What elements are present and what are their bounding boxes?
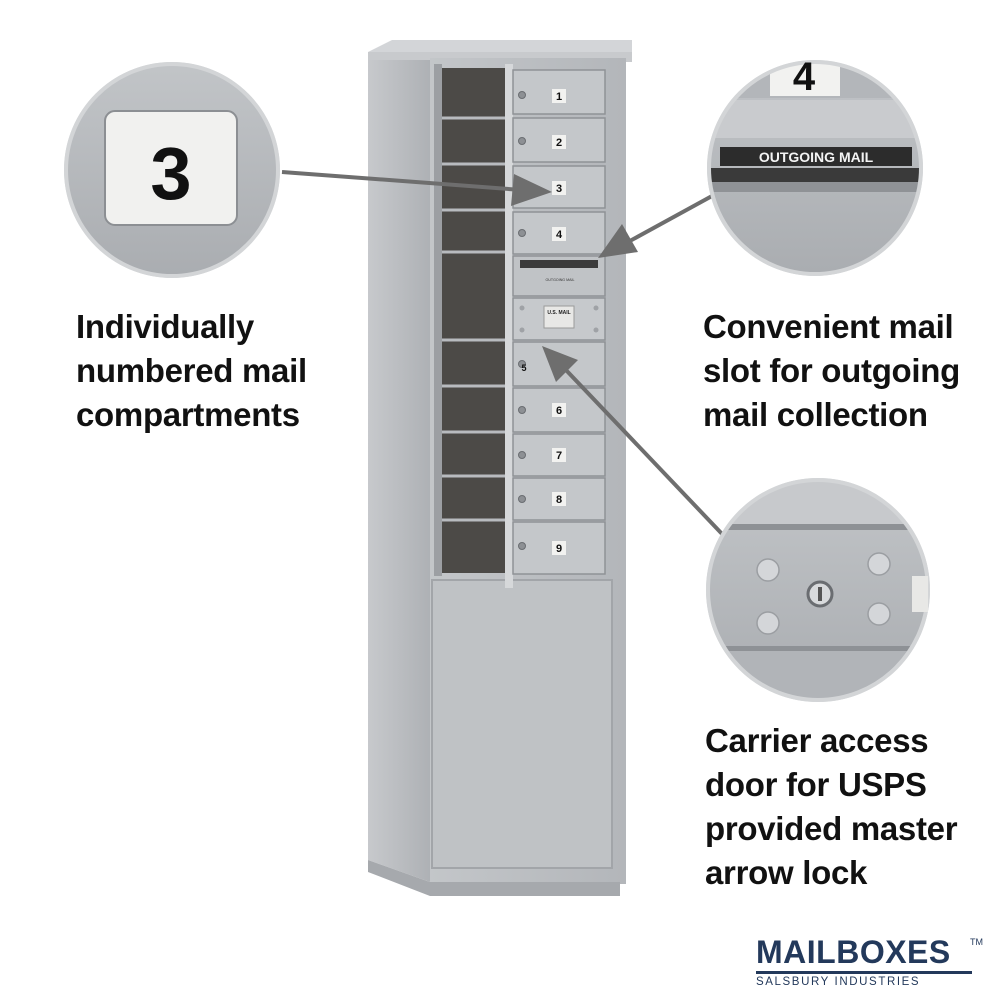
mailboxes-logo: MAILBOXES TM SALSBURY INDUSTRIES xyxy=(756,934,986,988)
caption-outgoing-slot: Convenient mail slot for outgoing mail c… xyxy=(703,308,960,433)
outgoing-mail-slot xyxy=(520,260,598,268)
caption-numbered-compartments: Individually numbered mail compartments xyxy=(76,308,307,433)
door-rivets xyxy=(756,552,891,635)
logo-tm: TM xyxy=(970,937,983,947)
compartment-numbers: 1 2 3 4 5 6 7 8 9 OUTGOING MAIL U.S. MAI… xyxy=(521,89,574,555)
callout-arrows xyxy=(281,170,726,538)
zoom-outgoing-number: 4 xyxy=(793,55,816,99)
slot-label: OUTGOING MAIL xyxy=(546,278,575,282)
compartment-number-8: 8 xyxy=(556,494,562,506)
zoom-carrier-lock xyxy=(706,478,930,702)
zoom-outgoing-label: OUTGOING MAIL xyxy=(759,149,874,165)
compartment-number-5: 5 xyxy=(521,363,526,373)
compartment-number-7: 7 xyxy=(556,450,562,462)
zoom-compartment-number: 3 xyxy=(64,62,280,278)
logo-rule xyxy=(756,971,972,974)
zoom-number-label: 3 xyxy=(150,132,191,215)
compartment-locks xyxy=(518,91,526,550)
compartment-number-6: 6 xyxy=(556,405,562,417)
compartment-number-4: 4 xyxy=(556,229,563,241)
compartment-number-9: 9 xyxy=(556,543,562,555)
pedestal-panel xyxy=(431,579,613,869)
zoom-outgoing-slot: 4 OUTGOING MAIL xyxy=(707,55,923,276)
compartment-number-2: 2 xyxy=(556,137,562,149)
logo-subtitle: SALSBURY INDUSTRIES xyxy=(756,976,921,988)
logo-name: MAILBOXES xyxy=(756,934,951,970)
compartment-number-1: 1 xyxy=(556,91,562,103)
mailbox-cabinet: 1 2 3 4 5 6 7 8 9 OUTGOING MAIL U.S. MAI… xyxy=(368,40,632,896)
interior-shelves xyxy=(440,116,506,522)
door-label: U.S. MAIL xyxy=(547,310,570,316)
compartment-number-3: 3 xyxy=(556,183,562,195)
open-door-interior xyxy=(440,68,506,573)
caption-carrier-door: Carrier access door for USPS provided ma… xyxy=(705,722,958,891)
